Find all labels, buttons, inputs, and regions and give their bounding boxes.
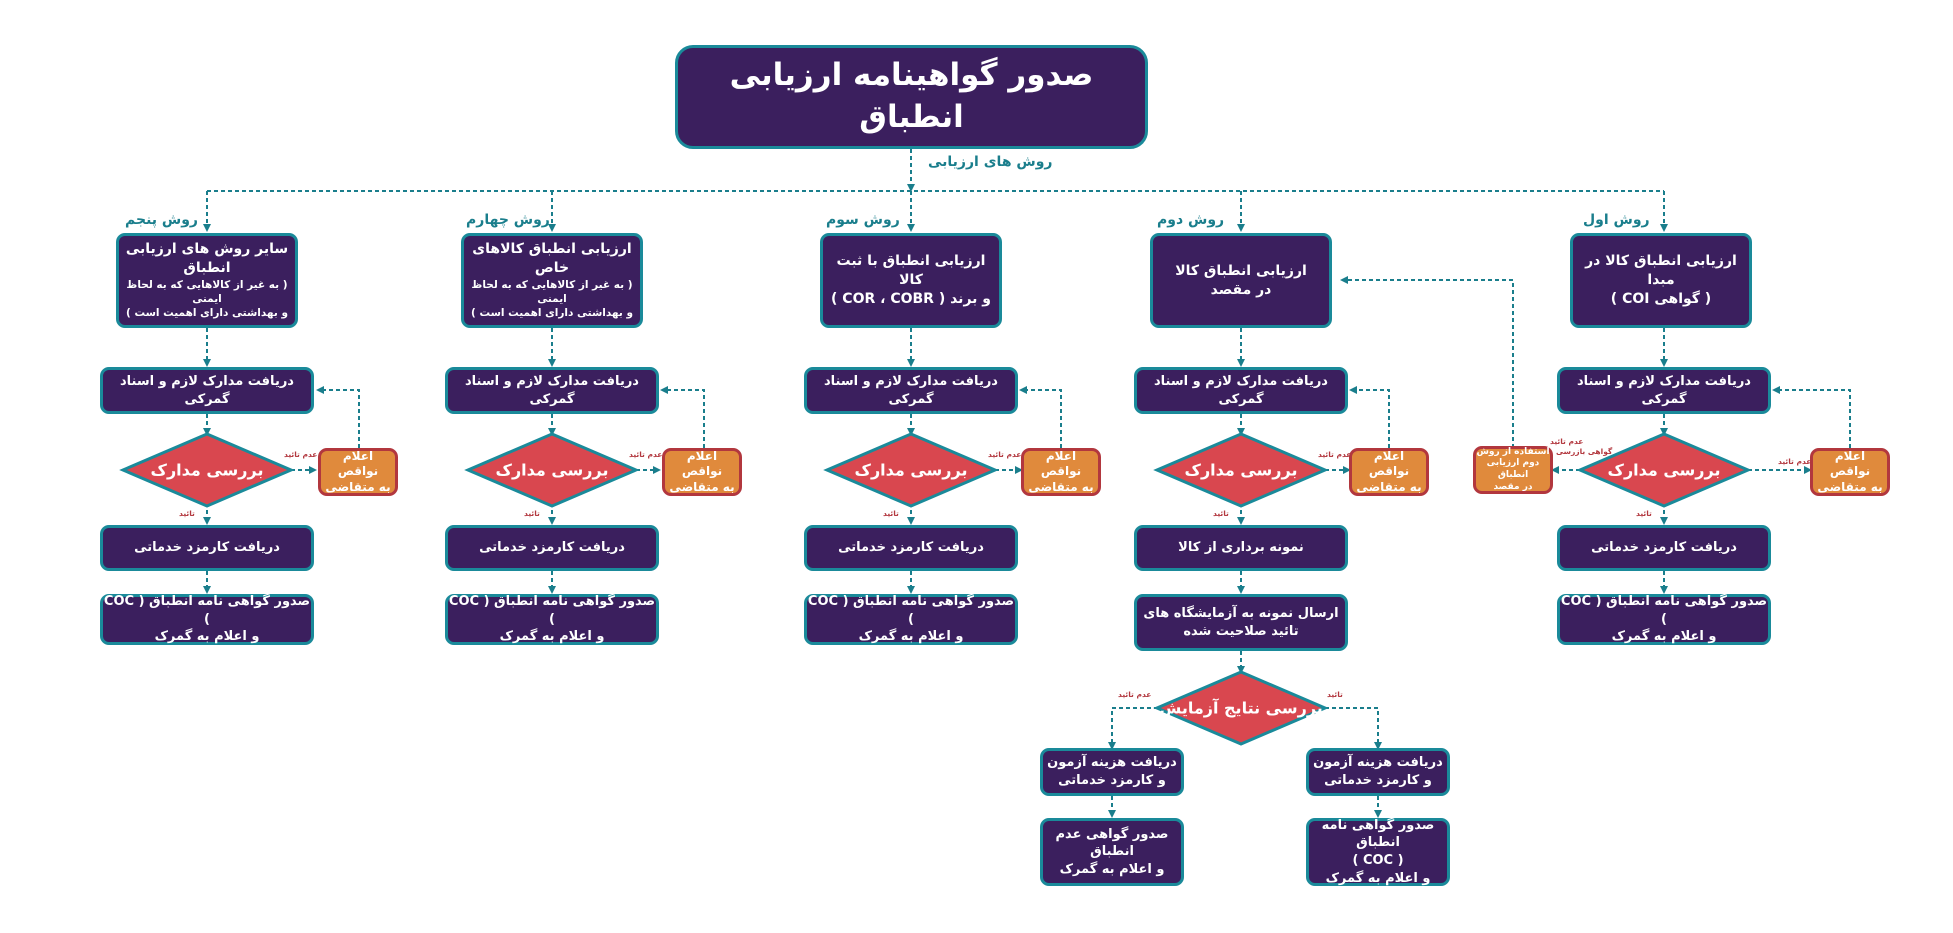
diamond-review-docs-m1: [1576, 432, 1752, 508]
method-4-label: روش چهارم: [466, 212, 550, 228]
method-2-label: روش دوم: [1157, 212, 1225, 228]
main-title: صدور گواهینامه ارزیابی انطباق: [675, 45, 1148, 149]
method-4-title: ارزیابی انطباق کالاهای خاص: [472, 241, 632, 277]
m1-alt-note-1: عدم تائید: [1550, 437, 1584, 446]
diamond-review-lab-results: [1153, 670, 1329, 746]
diamond-review-docs-m3: [823, 432, 999, 508]
method-4-box: ارزیابی انطباق کالاهای خاص ( به غیر از ک…: [461, 233, 643, 328]
method-2-box: ارزیابی انطباق کالا در مقصد: [1150, 233, 1332, 328]
receive-docs-m5: دریافت مدارک لازم و اسناد گمرکی: [100, 367, 314, 414]
service-fee-m3: دریافت کارمزد خدماتی: [804, 525, 1018, 571]
m1-alt-note-2: گواهی بازرسی: [1556, 447, 1613, 456]
service-fee-m1: دریافت کارمزد خدماتی: [1557, 525, 1771, 571]
diamond-review-docs-m5: [119, 432, 295, 508]
method-1-subtitle: ( گواهی COI ): [1610, 290, 1712, 307]
main-title-text: صدور گواهینامه ارزیابی انطباق: [729, 57, 1094, 135]
service-fee-m4: دریافت کارمزد خدماتی: [445, 525, 659, 571]
approved-label-m1: تائید: [1636, 509, 1652, 518]
receive-docs-m4: دریافت مدارک لازم و اسناد گمرکی: [445, 367, 659, 414]
approved-label-m3: تائید: [883, 509, 899, 518]
method-3-title: ارزیابی انطباق با ثبت کالا: [836, 253, 986, 289]
coc-m2-box: صدور گواهی نامه انطباق( COC )و اعلام به …: [1306, 818, 1450, 886]
review-docs-label-m3: بررسی مدارک: [854, 460, 968, 480]
receive-docs-m1: دریافت مدارک لازم و اسناد گمرکی: [1557, 367, 1771, 414]
coc-m5: صدور گواهی نامه انطباق ( COC )و اعلام به…: [100, 594, 314, 645]
receive-docs-m2: دریافت مدارک لازم و اسناد گمرکی: [1134, 367, 1348, 414]
not-approved-label-m5: عدم تائید: [284, 450, 318, 459]
method-3-box: ارزیابی انطباق با ثبت کالا و برند ( COR …: [820, 233, 1002, 328]
methods-label: روش های ارزیابی: [928, 154, 1053, 170]
review-docs-label-m5: بررسی مدارک: [150, 460, 264, 480]
method-4-note-1: ( به غیر از کالاهایی که به لحاظ ایمنی: [471, 279, 633, 306]
not-approved-label-m2: عدم تائید: [1318, 450, 1352, 459]
not-approved-label-m4: عدم تائید: [629, 450, 663, 459]
review-docs-label-m1: بررسی مدارک: [1607, 460, 1721, 480]
approved-label-m4: تائید: [524, 509, 540, 518]
method-5-label: روش پنجم: [125, 212, 198, 228]
method-1-box: ارزیابی انطباق کالا در مبدا ( گواهی COI …: [1570, 233, 1752, 328]
method-3-subtitle: و برند ( COR ، COBR ): [831, 290, 991, 307]
approved-label-m5: تائید: [179, 509, 195, 518]
review-lab-results-label: بررسی نتایج آزمایش: [1159, 698, 1323, 718]
coc-m1: صدور گواهی نامه انطباق ( COC )و اعلام به…: [1557, 594, 1771, 645]
method-5-note-2: و بهداشتی دارای اهمیت است ): [126, 307, 288, 320]
method-5-note-1: ( به غیر از کالاهایی که به لحاظ ایمنی: [126, 279, 288, 306]
service-fee-m5: دریافت کارمزد خدماتی: [100, 525, 314, 571]
not-approved-label-m1: عدم تائید: [1778, 457, 1812, 466]
coc-m3: صدور گواهی نامه انطباق ( COC )و اعلام به…: [804, 594, 1018, 645]
review-docs-label-m4: بررسی مدارک: [495, 460, 609, 480]
lab-not-approved-label: عدم تائید: [1118, 690, 1152, 699]
method-2-subtitle: در مقصد: [1210, 281, 1272, 298]
method-2-title: ارزیابی انطباق کالا: [1175, 262, 1307, 279]
diamond-review-docs-m4: [464, 432, 640, 508]
approved-label-m2: تائید: [1213, 509, 1229, 518]
method-3-label: روش سوم: [826, 212, 900, 228]
coc-m4: صدور گواهی نامه انطباق ( COC )و اعلام به…: [445, 594, 659, 645]
method-5-title: سایر روش های ارزیابی انطباق: [125, 241, 289, 277]
method-5-box: سایر روش های ارزیابی انطباق ( به غیر از …: [116, 233, 298, 328]
method-1-label: روش اول: [1583, 212, 1650, 228]
method-1-title: ارزیابی انطباق کالا در مبدا: [1585, 253, 1737, 289]
diamond-review-docs-m2: [1153, 432, 1329, 508]
sampling-m2: نمونه برداری از کالا: [1134, 525, 1348, 571]
not-approved-label-m3: عدم تائید: [988, 450, 1022, 459]
receive-docs-m3: دریافت مدارک لازم و اسناد گمرکی: [804, 367, 1018, 414]
method-4-note-2: و بهداشتی دارای اهمیت است ): [471, 307, 633, 320]
review-docs-label-m2: بررسی مدارک: [1184, 460, 1298, 480]
lab-approved-label: تائید: [1327, 690, 1343, 699]
